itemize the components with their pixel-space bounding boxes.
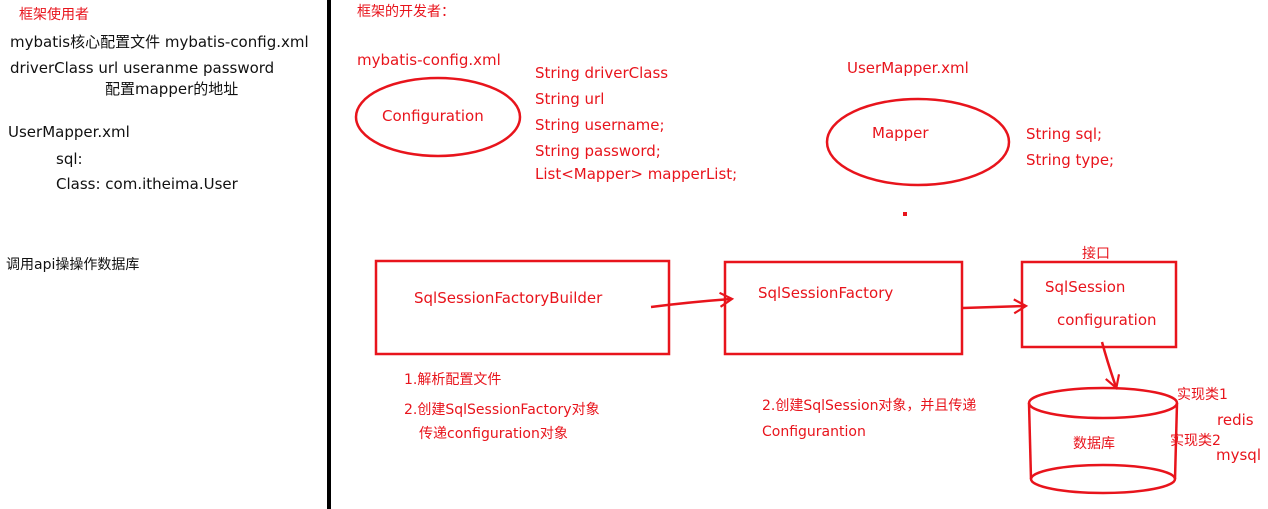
mapper-ellipse: [825, 97, 1011, 187]
dev-mapper-file: UserMapper.xml: [847, 59, 969, 77]
mapper-label: Mapper: [872, 124, 929, 142]
builder-note: 1.解析配置文件: [404, 372, 502, 388]
factory-note: 2.创建SqlSession对象，并且传递: [762, 398, 977, 414]
database-label: 数据库: [1073, 436, 1115, 452]
user-sql-label: sql:: [56, 150, 83, 168]
user-api-note: 调用api操操作数据库: [6, 257, 140, 273]
impl-class-2: 实现类2: [1170, 433, 1221, 449]
user-class-label: Class: com.itheima.User: [56, 175, 238, 193]
session-label: SqlSession: [1045, 278, 1126, 296]
dev-config-file: mybatis-config.xml: [357, 51, 501, 69]
factory-note: Configurantion: [762, 424, 866, 440]
builder-note: 传递configuration对象: [419, 426, 568, 442]
impl-redis: redis: [1217, 411, 1254, 429]
configuration-field: String driverClass: [535, 64, 669, 82]
arrow-builder-to-factory: [650, 291, 735, 309]
configuration-label: Configuration: [382, 107, 484, 125]
user-mapper-address: 配置mapper的地址: [105, 80, 239, 98]
builder-label: SqlSessionFactoryBuilder: [414, 289, 603, 307]
arrow-session-to-database: [1100, 341, 1121, 391]
builder-note: 2.创建SqlSessionFactory对象: [404, 402, 600, 418]
configuration-field: List<Mapper> mapperList;: [535, 165, 738, 183]
session-box: [1020, 260, 1178, 349]
database-cylinder: [1027, 386, 1179, 495]
mapper-field: String sql;: [1026, 125, 1103, 143]
factory-box: [723, 260, 964, 356]
user-side-title: 框架使用者: [19, 7, 89, 23]
impl-mysql: mysql: [1216, 446, 1261, 464]
configuration-field: String url: [535, 90, 605, 108]
builder-box: [374, 259, 671, 356]
arrow-factory-to-session: [962, 298, 1029, 315]
user-config-line: mybatis核心配置文件 mybatis-config.xml: [10, 33, 309, 51]
mapper-field: String type;: [1026, 151, 1115, 169]
stray-dot: [903, 212, 907, 216]
session-interface-tag: 接口: [1082, 246, 1110, 262]
user-params-line: driverClass url useranme password: [10, 59, 275, 77]
user-mapper-file: UserMapper.xml: [8, 123, 130, 141]
factory-label: SqlSessionFactory: [758, 284, 894, 302]
dev-side-title: 框架的开发者：: [357, 4, 455, 20]
configuration-field: String password;: [535, 142, 661, 160]
impl-class-1: 实现类1: [1177, 387, 1228, 403]
configuration-ellipse: [354, 76, 522, 158]
configuration-field: String username;: [535, 116, 665, 134]
session-configuration-label: configuration: [1057, 311, 1157, 329]
